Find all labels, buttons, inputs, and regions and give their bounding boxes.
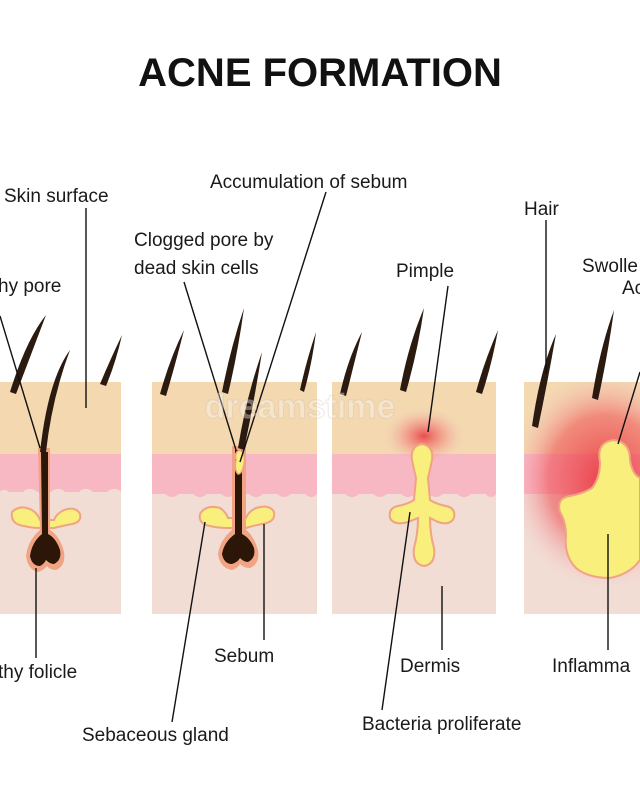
panel-clogged-pore (152, 382, 317, 614)
label-healthy-pore: hy pore (0, 276, 61, 297)
hair-strand (476, 330, 498, 394)
hair-strand (40, 350, 70, 452)
leader-pimple (427, 285, 449, 433)
leader-accumulation (239, 191, 327, 463)
label-clogged-pore-line2: dead skin cells (134, 258, 259, 279)
panel-healthy-pore (0, 382, 121, 614)
label-swollen-line1: Swolle (582, 256, 638, 277)
hair-strand (400, 308, 424, 392)
label-pimple: Pimple (396, 261, 454, 282)
hair-strand (340, 332, 362, 396)
sebaceous-gland-shape (198, 505, 276, 529)
leader-healthy-pore (0, 315, 41, 449)
hair-strand (238, 352, 262, 450)
label-healthy-folicle: thy folicle (0, 662, 77, 683)
pink-layer (0, 454, 121, 495)
hair-strand (10, 315, 46, 394)
hair-strand (592, 310, 614, 400)
epidermis-layer (152, 382, 317, 454)
hair-strand (222, 308, 244, 394)
hair-strand (300, 332, 316, 392)
hair-strand (532, 334, 556, 428)
label-sebaceous-gland: Sebaceous gland (82, 725, 229, 746)
label-dermis: Dermis (400, 656, 460, 677)
pimple-sebum (388, 442, 456, 568)
sebaceous-gland-shape (10, 506, 82, 529)
hair-strand (100, 335, 122, 386)
label-skin-surface: Skin surface (4, 186, 109, 207)
label-accumulation-of-sebum: Accumulation of sebum (210, 172, 408, 193)
label-clogged-pore-line1: Clogged pore by (134, 230, 274, 251)
leader-clogged-pore (183, 281, 237, 451)
watermark: dreamstime (205, 388, 396, 426)
panel-inflamed-acne (524, 382, 640, 614)
diagram-title: ACNE FORMATION (138, 51, 502, 95)
label-hair: Hair (524, 199, 560, 220)
leader-swollen-acne (617, 371, 640, 445)
inflammation-glow (384, 408, 464, 464)
leader-sebaceous-gland (171, 521, 206, 723)
label-bacteria-proliferate: Bacteria proliferate (362, 714, 521, 735)
leader-bacteria (381, 511, 411, 711)
epidermis-layer (0, 382, 121, 454)
panel-pimple (332, 382, 496, 614)
swollen-acne-sebum (558, 438, 640, 580)
label-swollen-line2: Ac (622, 278, 640, 299)
label-inflammation: Inflamma (552, 656, 631, 677)
label-sebum: Sebum (214, 646, 274, 667)
hair-strand (160, 330, 184, 396)
